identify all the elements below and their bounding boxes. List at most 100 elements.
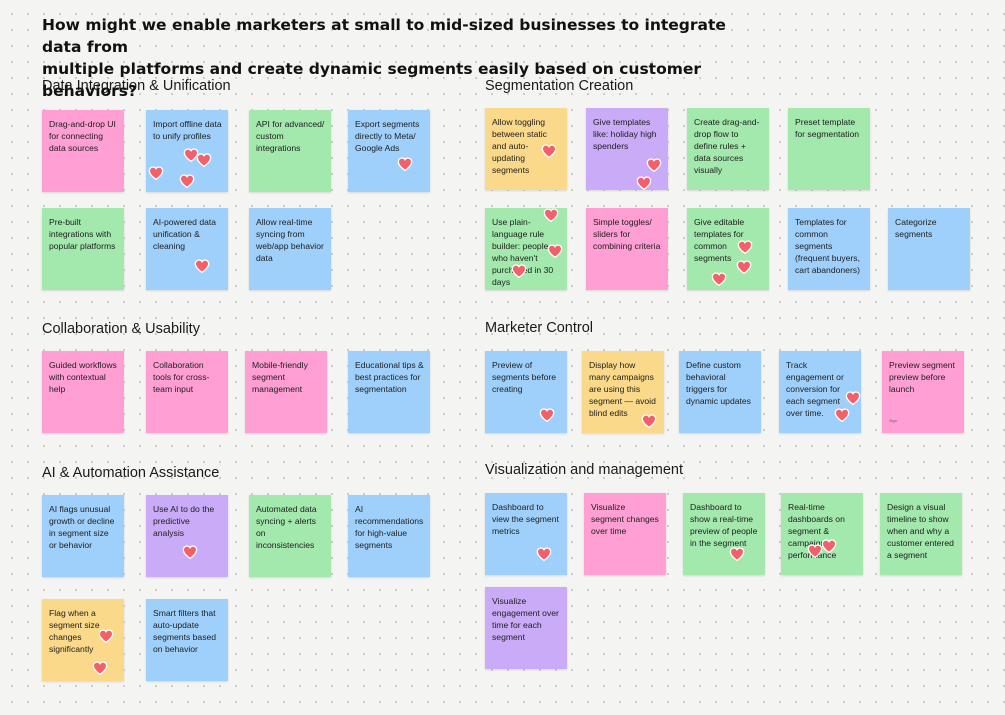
sticky-note-text: Automated data syncing + alerts on incon… [256, 504, 317, 550]
heart-icon[interactable] [711, 271, 727, 287]
sticky-note[interactable]: Categorize segments [888, 208, 970, 290]
sticky-note-text: Preset template for segmentation [795, 117, 860, 139]
sticky-note-text: Preview of segments before creating [492, 360, 557, 394]
sticky-note-text: Track engagement or conversion for each … [786, 360, 844, 418]
sticky-note[interactable]: Templates for common segments (frequent … [788, 208, 870, 290]
sticky-note[interactable]: AI recommendations for high-value segmen… [348, 495, 430, 577]
sticky-note[interactable]: Pre-built integrations with popular plat… [42, 208, 124, 290]
heart-icon[interactable] [834, 407, 850, 423]
heart-icon[interactable] [807, 543, 823, 559]
sticky-note-text: Categorize segments [895, 217, 937, 239]
sticky-note-text: AI recommendations for high-value segmen… [355, 504, 424, 550]
section-title-segmentation: Segmentation Creation [485, 78, 634, 94]
sticky-note[interactable]: AI flags unusual growth or decline in se… [42, 495, 124, 577]
sticky-note[interactable]: Create drag-and-drop flow to define rule… [687, 108, 769, 190]
heart-icon[interactable] [148, 165, 164, 181]
sticky-note-text: AI flags unusual growth or decline in se… [49, 504, 115, 550]
sticky-note[interactable]: Track engagement or conversion for each … [779, 351, 861, 433]
section-title-data-integration: Data Integration & Unification [42, 78, 231, 94]
sticky-note-text: Pre-built integrations with popular plat… [49, 217, 116, 251]
heart-icon[interactable] [543, 207, 559, 223]
board-title: How might we enable marketers at small t… [42, 14, 742, 102]
section-title-visualization: Visualization and management [485, 462, 684, 478]
sticky-note[interactable]: Visualize engagement over time for each … [485, 587, 567, 669]
sticky-note[interactable]: Visualize segment changes over time [584, 493, 666, 575]
sticky-note[interactable]: Export segments directly to Meta/ Google… [348, 110, 430, 192]
sticky-note-text: Visualize segment changes over time [591, 502, 659, 536]
heart-icon[interactable] [541, 143, 557, 159]
sticky-note[interactable]: Real-time dashboards on segment & campai… [781, 493, 863, 575]
sticky-note-text: Simple toggles/ sliders for combining cr… [593, 217, 661, 251]
signature: Sign [889, 418, 898, 423]
sticky-note-text: Educational tips & best practices for se… [355, 360, 424, 394]
heart-icon[interactable] [98, 628, 114, 644]
board-title-line-2: multiple platforms and create dynamic se… [42, 60, 702, 100]
sticky-note-text: Dashboard to view the segment metrics [492, 502, 559, 536]
sticky-note[interactable]: Collaboration tools for cross-team input [146, 351, 228, 433]
sticky-note[interactable]: Preset template for segmentation [788, 108, 870, 190]
sticky-note-text: Give templates like: holiday high spende… [593, 117, 657, 151]
sticky-note[interactable]: Flag when a segment size changes signifi… [42, 599, 124, 681]
sticky-note[interactable]: Define custom behavioral triggers for dy… [679, 351, 761, 433]
sticky-note-text: Export segments directly to Meta/ Google… [355, 119, 420, 153]
heart-icon[interactable] [729, 546, 745, 562]
heart-icon[interactable] [182, 544, 198, 560]
section-title-collaboration: Collaboration & Usability [42, 321, 200, 337]
sticky-note[interactable]: Dashboard to show a real-time preview of… [683, 493, 765, 575]
heart-icon[interactable] [511, 263, 527, 279]
sticky-note-text: Import offline data to unify profiles [153, 119, 222, 141]
heart-icon[interactable] [636, 175, 652, 191]
heart-icon[interactable] [737, 239, 753, 255]
sticky-note[interactable]: Drag-and-drop UI for connecting data sou… [42, 110, 124, 192]
heart-icon[interactable] [821, 538, 837, 554]
heart-icon[interactable] [646, 157, 662, 173]
heart-icon[interactable] [536, 546, 552, 562]
heart-icon[interactable] [539, 407, 555, 423]
heart-icon[interactable] [194, 258, 210, 274]
sticky-note[interactable]: Mobile-friendly segment management [245, 351, 327, 433]
heart-icon[interactable] [397, 156, 413, 172]
sticky-note-text: Guided workflows with contextual help [49, 360, 117, 394]
heart-icon[interactable] [547, 243, 563, 259]
heart-icon[interactable] [845, 390, 861, 406]
sticky-note[interactable]: Display how many campaigns are using thi… [582, 351, 664, 433]
sticky-note-text: AI-powered data unification & cleaning [153, 217, 217, 251]
sticky-note[interactable]: Dashboard to view the segment metrics [485, 493, 567, 575]
sticky-note-text: API for advanced/ custom integrations [256, 119, 325, 153]
sticky-note[interactable]: Use plain-language rule builder: people … [485, 208, 567, 290]
sticky-note[interactable]: Automated data syncing + alerts on incon… [249, 495, 331, 577]
sticky-note[interactable]: Preview of segments before creating [485, 351, 567, 433]
sticky-note[interactable]: Smart filters that auto-update segments … [146, 599, 228, 681]
sticky-note-text: Smart filters that auto-update segments … [153, 608, 217, 654]
sticky-note[interactable]: Allow real-time syncing from web/app beh… [249, 208, 331, 290]
heart-icon[interactable] [92, 660, 108, 676]
sticky-note[interactable]: Educational tips & best practices for se… [348, 351, 430, 433]
sticky-note[interactable]: Give templates like: holiday high spende… [586, 108, 668, 191]
sticky-note-text: Mobile-friendly segment management [252, 360, 308, 394]
sticky-note[interactable]: AI-powered data unification & cleaning [146, 208, 228, 290]
sticky-note-text: Define custom behavioral triggers for dy… [686, 360, 751, 406]
heart-icon[interactable] [179, 173, 195, 189]
sticky-note[interactable]: Import offline data to unify profiles [146, 110, 228, 192]
sticky-note[interactable]: Simple toggles/ sliders for combining cr… [586, 208, 668, 290]
sticky-note[interactable]: Allow toggling between static and auto-u… [485, 108, 567, 190]
sticky-note-text: Design a visual timeline to show when an… [887, 502, 954, 560]
sticky-note-text: Templates for common segments (frequent … [795, 217, 860, 275]
sticky-note[interactable]: Use AI to do the predictive analysis [146, 495, 228, 577]
sticky-note-text: Preview segment preview before launch [889, 360, 955, 394]
heart-icon[interactable] [196, 152, 212, 168]
sticky-note[interactable]: Design a visual timeline to show when an… [880, 493, 962, 575]
sticky-note[interactable]: Preview segment preview before launch Si… [882, 351, 964, 433]
sticky-note-text: Use AI to do the predictive analysis [153, 504, 215, 538]
sticky-note[interactable]: Give editable templates for common segme… [687, 208, 769, 290]
sticky-note[interactable]: API for advanced/ custom integrations [249, 110, 331, 192]
sticky-note-text: Visualize engagement over time for each … [492, 596, 559, 642]
heart-icon[interactable] [736, 259, 752, 275]
section-title-marketer-control: Marketer Control [485, 320, 593, 336]
heart-icon[interactable] [641, 413, 657, 429]
sticky-note-text: Dashboard to show a real-time preview of… [690, 502, 758, 548]
sticky-note[interactable]: Guided workflows with contextual help [42, 351, 124, 433]
heart-icon[interactable] [183, 147, 199, 163]
section-title-ai-automation: AI & Automation Assistance [42, 465, 220, 481]
sticky-note-text: Allow real-time syncing from web/app beh… [256, 217, 324, 263]
